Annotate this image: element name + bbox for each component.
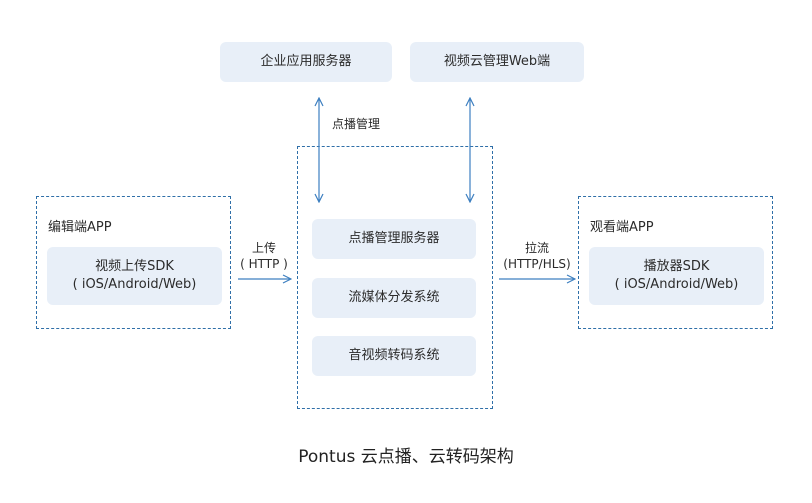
player-sdk-platforms: ( iOS/Android/Web)	[614, 277, 739, 292]
cloud-web-console-label: 视频云管理Web端	[443, 54, 551, 69]
cloud-web-console-node: 视频云管理Web端	[410, 42, 584, 82]
vod-management-server-label: 点播管理服务器	[348, 231, 440, 246]
viewer-app-group	[578, 196, 773, 329]
upload-edge-text: 上传	[251, 241, 276, 255]
stream-distribution-node: 流媒体分发系统	[312, 278, 476, 318]
pull-edge-text: 拉流	[524, 241, 549, 255]
editor-app-group	[36, 196, 231, 329]
upload-sdk-node: 视频上传SDK ( iOS/Android/Web)	[47, 247, 222, 305]
enterprise-app-server-node: 企业应用服务器	[220, 42, 392, 82]
upload-edge-protocol: ( HTTP )	[240, 257, 288, 271]
cloud-service-group	[297, 146, 493, 409]
pull-edge-protocol: (HTTP/HLS)	[503, 257, 571, 271]
transcoding-node: 音视频转码系统	[312, 336, 476, 376]
upload-sdk-platforms: ( iOS/Android/Web)	[72, 277, 197, 292]
viewer-app-title: 观看端APP	[590, 220, 654, 235]
diagram-caption: Pontus 云点播、云转码架构	[298, 447, 514, 467]
player-sdk-label: 播放器SDK	[643, 259, 710, 274]
stream-distribution-label: 流媒体分发系统	[348, 290, 440, 305]
upload-edge-label: 上传 ( HTTP )	[232, 240, 296, 272]
editor-app-title: 编辑端APP	[48, 220, 112, 235]
upload-sdk-label: 视频上传SDK	[95, 259, 174, 274]
vod-management-server-node: 点播管理服务器	[312, 219, 476, 259]
pull-edge-label: 拉流 (HTTP/HLS)	[498, 240, 576, 272]
transcoding-label: 音视频转码系统	[348, 348, 440, 363]
player-sdk-node: 播放器SDK ( iOS/Android/Web)	[589, 247, 764, 305]
vod-management-edge-label: 点播管理	[332, 117, 381, 131]
enterprise-app-server-label: 企业应用服务器	[260, 54, 352, 69]
